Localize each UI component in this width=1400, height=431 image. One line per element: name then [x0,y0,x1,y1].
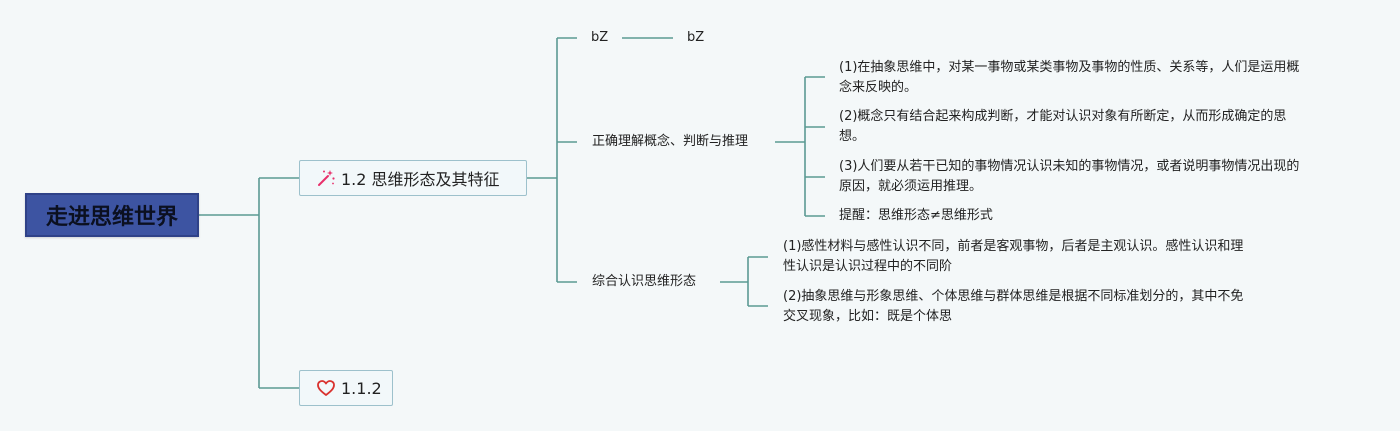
connector-concept [775,76,825,217]
magic-wand-icon [316,168,336,188]
branch-label: 1.2 思维形态及其特征 [341,170,500,189]
leaf-comprehensive-2[interactable]: (2)抽象思维与形象思维、个体思维与群体思维是根据不同标准划分的，其中不免 交叉… [783,289,1244,324]
leaf-reminder[interactable]: 提醒：思维形态≠思维形式 [839,208,993,223]
root-node[interactable]: 走进思维世界 [25,193,199,237]
branch-node-1-1-2[interactable]: 1.1.2 [299,370,393,406]
heart-icon [316,378,336,398]
connector-branch1 [527,37,577,283]
topic-concept-judgment-reasoning[interactable]: 正确理解概念、判断与推理 [592,134,749,149]
leaf-comprehensive-1[interactable]: (1)感性材料与感性认识不同，前者是客观事物，后者是主观认识。感性认识和理 性认… [783,239,1244,274]
root-label: 走进思维世界 [45,205,178,230]
leaf-concept-3[interactable]: (3)人们要从若干已知的事物情况认识未知的事物情况，或者说明事物情况出现的 原因… [839,159,1300,194]
leaf-concept-2[interactable]: (2)概念只有结合起来构成判断，才能对认识对象有所断定，从而形成确定的思 想。 [839,109,1287,144]
subtopic-bz[interactable]: bZ [687,30,705,45]
connector-comprehensive [720,256,768,307]
connector-root [199,177,299,389]
topic-bz[interactable]: bZ [591,30,609,45]
leaf-concept-1[interactable]: (1)在抽象思维中，对某一事物或某类事物及事物的性质、关系等，人们是运用概 念来… [839,60,1300,95]
branch-label: 1.1.2 [341,378,382,398]
topic-comprehensive-understanding[interactable]: 综合认识思维形态 [592,274,697,289]
branch-node-thinking-forms[interactable]: 1.2 思维形态及其特征 [299,160,527,196]
